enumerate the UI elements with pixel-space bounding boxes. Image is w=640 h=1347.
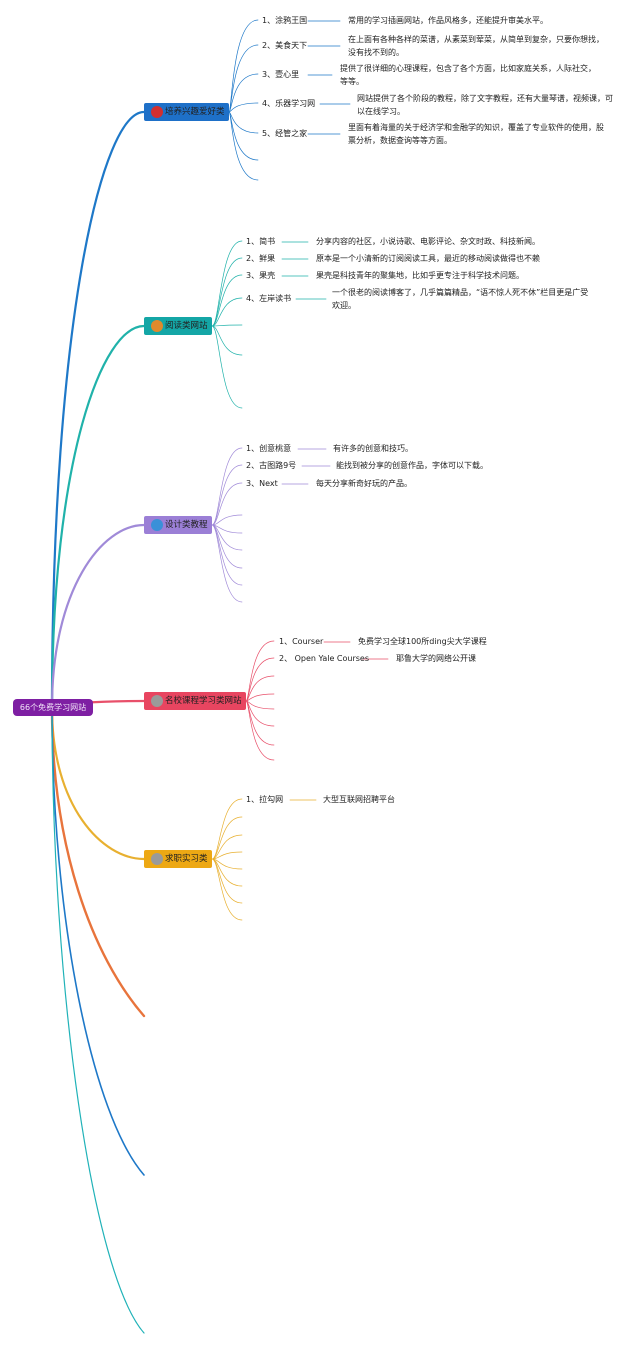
sub-branch-line <box>211 482 243 526</box>
site-description: 里面有着海量的关于经济学和金融学的知识，覆盖了专业软件的使用，股票分析，数据查询… <box>348 123 604 145</box>
sub-branch-line <box>245 657 275 702</box>
site-label[interactable]: 2、古图路9号 <box>246 461 297 470</box>
main-branch-line <box>50 523 146 710</box>
category-hobbies[interactable]: 培养兴趣爱好类 <box>144 103 229 121</box>
site-description: 能找到被分享的创意作品，字体可以下载。 <box>336 461 488 470</box>
site-label[interactable]: 1、简书 <box>246 237 276 246</box>
sub-branch-line <box>211 464 243 526</box>
site-description: 一个很老的阅读博客了，几乎篇篇精品，“语不惊人死不休”栏目更是广受欢迎。 <box>332 288 589 310</box>
main-branch-line <box>50 324 146 710</box>
site-description: 每天分享新奇好玩的产品。 <box>316 479 412 488</box>
site-description: 耶鲁大学的网络公开课 <box>396 654 476 663</box>
category-dot-icon <box>151 106 163 118</box>
site-description: 大型互联网招聘平台 <box>323 795 395 804</box>
site-label[interactable]: 1、涂鸦王国 <box>262 16 308 25</box>
site-label[interactable]: 3、壹心里 <box>262 70 300 79</box>
sub-branch-line <box>211 274 243 327</box>
site-label[interactable]: 5、经管之家 <box>262 129 308 138</box>
site-description: 免费学习全球100所ding尖大学课程 <box>358 637 487 646</box>
category-design[interactable]: 设计类教程 <box>144 516 212 534</box>
category-dot-icon <box>151 695 163 707</box>
category-reading[interactable]: 阅读类网站 <box>144 317 212 335</box>
site-description: 常用的学习插画网站，作品风格多，还能提升审美水平。 <box>348 16 548 25</box>
category-label: 名校课程学习类网站 <box>165 696 242 706</box>
site-label[interactable]: 2、 Open Yale Courses <box>279 654 370 663</box>
root-topic[interactable]: 66个免费学习网站 <box>13 699 93 716</box>
main-branch-line <box>50 110 146 710</box>
site-label[interactable]: 3、果壳 <box>246 271 276 280</box>
sub-branch-line <box>211 851 243 860</box>
site-description: 分享内容的社区，小说诗歌、电影评论、杂文时政、科技新闻。 <box>316 237 540 246</box>
sub-branch-line <box>211 514 243 526</box>
category-dot-icon <box>151 519 163 531</box>
site-label[interactable]: 1、拉勾网 <box>246 795 284 804</box>
sub-branch-line <box>211 325 243 356</box>
sub-branch-line <box>211 524 243 603</box>
category-dot-icon <box>151 853 163 865</box>
sub-branch-line <box>211 524 243 534</box>
sub-branch-line <box>228 111 259 181</box>
site-label[interactable]: 1、Courser <box>279 637 324 646</box>
sub-branch-line <box>228 73 259 113</box>
sub-branch-line <box>211 257 243 327</box>
main-branch-line <box>51 707 145 1334</box>
sub-branch-line <box>211 324 243 327</box>
sub-branch-line <box>245 675 275 702</box>
category-jobs[interactable]: 求职实习类 <box>144 850 212 868</box>
site-description: 提供了很详细的心理课程，包含了各个方面，比如家庭关系，人际社交，等等。 <box>340 64 596 86</box>
sub-branch-line <box>211 297 243 327</box>
sub-branch-line <box>245 700 275 761</box>
sub-branch-line <box>211 524 243 551</box>
sub-branch-line <box>211 447 243 526</box>
sub-branch-line <box>245 693 275 702</box>
sub-branch-line <box>228 102 259 113</box>
sub-branch-line <box>211 240 243 327</box>
category-label: 阅读类网站 <box>165 321 208 331</box>
site-label[interactable]: 3、Next <box>246 479 278 488</box>
site-label[interactable]: 2、美食天下 <box>262 41 308 50</box>
site-description: 有许多的创意和技巧。 <box>333 444 413 453</box>
sub-branch-line <box>211 325 243 409</box>
sub-branch-line <box>211 858 243 887</box>
site-description: 果壳是科技青年的聚集地，比如乎更专注于科学技术问题。 <box>316 271 524 280</box>
sub-branch-line <box>211 834 243 860</box>
site-label[interactable]: 1、创意桃意 <box>246 444 292 453</box>
site-description: 在上面有各种各样的菜谱，从素菜到荤菜，从简单到复杂，只要你想找，没有找不到的。 <box>348 35 604 57</box>
sub-branch-line <box>211 798 243 860</box>
site-label[interactable]: 4、乐器学习网 <box>262 99 316 108</box>
main-branch-line <box>51 707 145 1176</box>
category-label: 培养兴趣爱好类 <box>165 107 225 117</box>
category-university-courses[interactable]: 名校课程学习类网站 <box>144 692 246 710</box>
site-label[interactable]: 2、鲜果 <box>246 254 276 263</box>
sub-branch-line <box>245 640 275 702</box>
site-label[interactable]: 4、左岸读书 <box>246 294 292 303</box>
site-description: 网站提供了各个阶段的教程，除了文字教程，还有大量琴谱，视频课，可以在线学习。 <box>357 94 613 116</box>
category-dot-icon <box>151 320 163 332</box>
site-description: 原本是一个小清新的订阅阅读工具，最近的移动阅读做得也不赖 <box>316 254 540 263</box>
sub-branch-line <box>211 816 243 860</box>
category-label: 设计类教程 <box>165 520 208 530</box>
main-branch-line <box>50 706 146 861</box>
main-branch-line <box>50 706 146 1018</box>
category-label: 求职实习类 <box>165 854 208 864</box>
sub-branch-line <box>211 858 243 921</box>
